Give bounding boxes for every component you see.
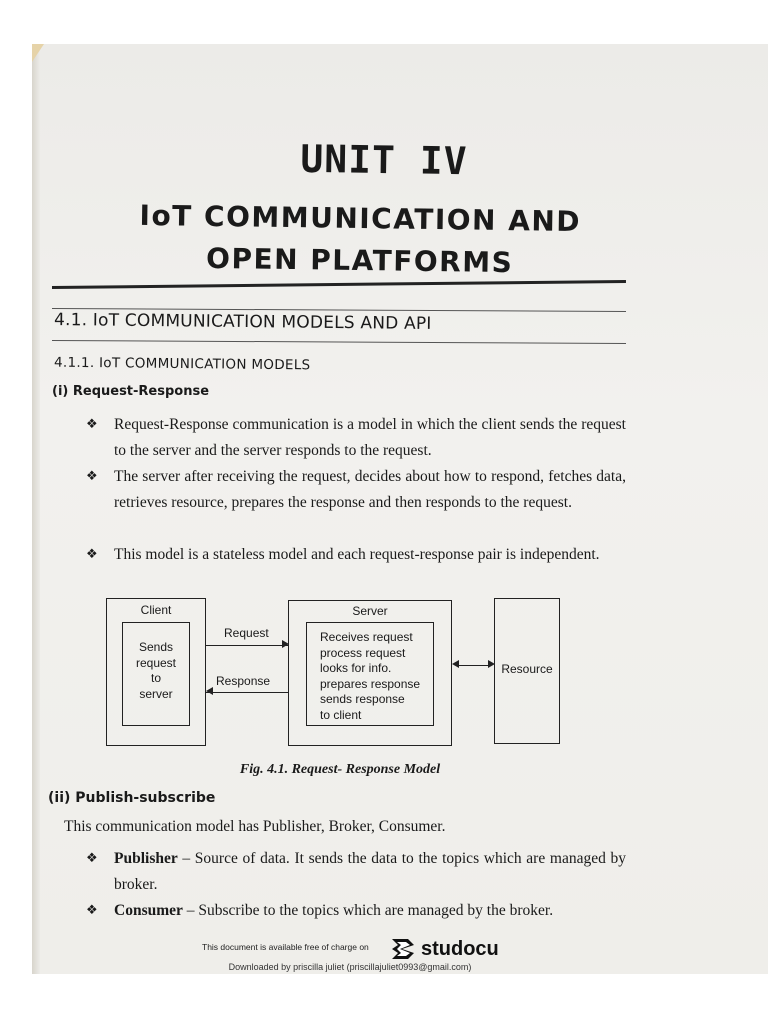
server-text-line: process request (320, 645, 406, 660)
diamond-bullet-icon: ❖ (86, 903, 98, 918)
chapter-title-line-2: OPEN PLATFORMS (205, 241, 514, 280)
diamond-bullet-icon: ❖ (86, 851, 98, 866)
bullet-item: ❖ Request-Response communication is a mo… (86, 412, 626, 464)
diamond-bullet-icon: ❖ (86, 547, 98, 562)
client-text-line: request (135, 655, 177, 670)
resource-arrowhead-right-icon (488, 660, 495, 668)
page-edge-shadow (32, 44, 40, 974)
response-label: Response (216, 674, 271, 688)
server-text-line: looks for info. (320, 661, 392, 675)
resource-arrowhead-left-icon (452, 660, 459, 668)
request-response-heading: (i) Request-Response (52, 384, 210, 399)
bullet-item: ❖ Publisher – Source of data. It sends t… (86, 846, 626, 898)
figure-caption: Fig. 4.1. Request- Response Model (239, 762, 441, 777)
server-text-line: Receives request (320, 630, 413, 644)
server-text-line: sends response (320, 692, 405, 706)
diamond-bullet-icon: ❖ (86, 417, 98, 432)
request-label: Request (224, 626, 269, 640)
resource-label: Resource (501, 662, 553, 676)
resource-arrow-line (458, 665, 490, 667)
bullet-item: ❖ The server after receiving the request… (86, 464, 626, 516)
bullet-text: Publisher – Source of data. It sends the… (114, 846, 626, 898)
server-label: Server (352, 604, 388, 618)
resource-box (494, 598, 560, 744)
page-paper (32, 44, 768, 974)
server-inner-text: Receives request process request looks f… (320, 630, 434, 723)
chapter-title-line-1: IoT COMMUNICATION AND (139, 198, 582, 239)
client-text-line: Sends (138, 640, 174, 654)
bullet-text: Request-Response communication is a mode… (114, 416, 626, 459)
availability-note: This document is available free of charg… (202, 942, 369, 952)
studocu-logo-icon (392, 939, 414, 959)
bullet-text: This model is a stateless model and each… (114, 546, 600, 563)
response-arrowhead-icon (206, 687, 213, 695)
server-text-line: prepares response (320, 676, 421, 691)
bullet-description: – Subscribe to the topics which are mana… (182, 902, 554, 919)
subsection-heading: 4.1.1. IoT COMMUNICATION MODELS (53, 354, 311, 374)
diamond-bullet-icon: ❖ (86, 469, 98, 484)
publish-subscribe-intro: This communication model has Publisher, … (64, 818, 446, 835)
client-label: Client (140, 603, 172, 617)
bullet-description: – Source of data. It sends the data to t… (114, 850, 626, 893)
client-inner-box (122, 622, 190, 726)
server-box (288, 600, 452, 746)
bullet-item: ❖ Consumer – Subscribe to the topics whi… (86, 898, 626, 924)
request-arrow-line (206, 645, 288, 647)
client-box (106, 598, 206, 746)
response-arrow-line (206, 692, 288, 694)
studocu-logo[interactable]: studocu (388, 934, 499, 964)
request-response-diagram: Client Sends request to server Request R… (106, 598, 566, 748)
bullet-text: Consumer – Subscribe to the topics which… (114, 898, 626, 924)
section-heading: 4.1. IoT COMMUNICATION MODELS AND API (53, 310, 432, 334)
chapter-title: IoT COMMUNICATION AND OPEN PLATFORMS (59, 194, 660, 286)
bullet-term: Consumer (114, 902, 183, 919)
server-text-line: to client (320, 707, 362, 722)
client-text-line: server (139, 686, 173, 701)
bullet-text: The server after receiving the request, … (114, 468, 626, 511)
client-text-line: to (150, 671, 161, 685)
client-inner-text: Sends request to server (122, 640, 190, 702)
request-arrowhead-icon (282, 640, 289, 648)
bullet-item: ❖ This model is a stateless model and ea… (86, 542, 626, 568)
bullet-term: Publisher (114, 850, 178, 867)
download-note: Downloaded by priscilla juliet (priscill… (228, 962, 472, 972)
studocu-brand-text: studocu (421, 937, 499, 960)
page-corner-fold (32, 44, 44, 62)
server-inner-box (306, 622, 434, 726)
publish-subscribe-heading: (ii) Publish-subscribe (48, 790, 216, 806)
